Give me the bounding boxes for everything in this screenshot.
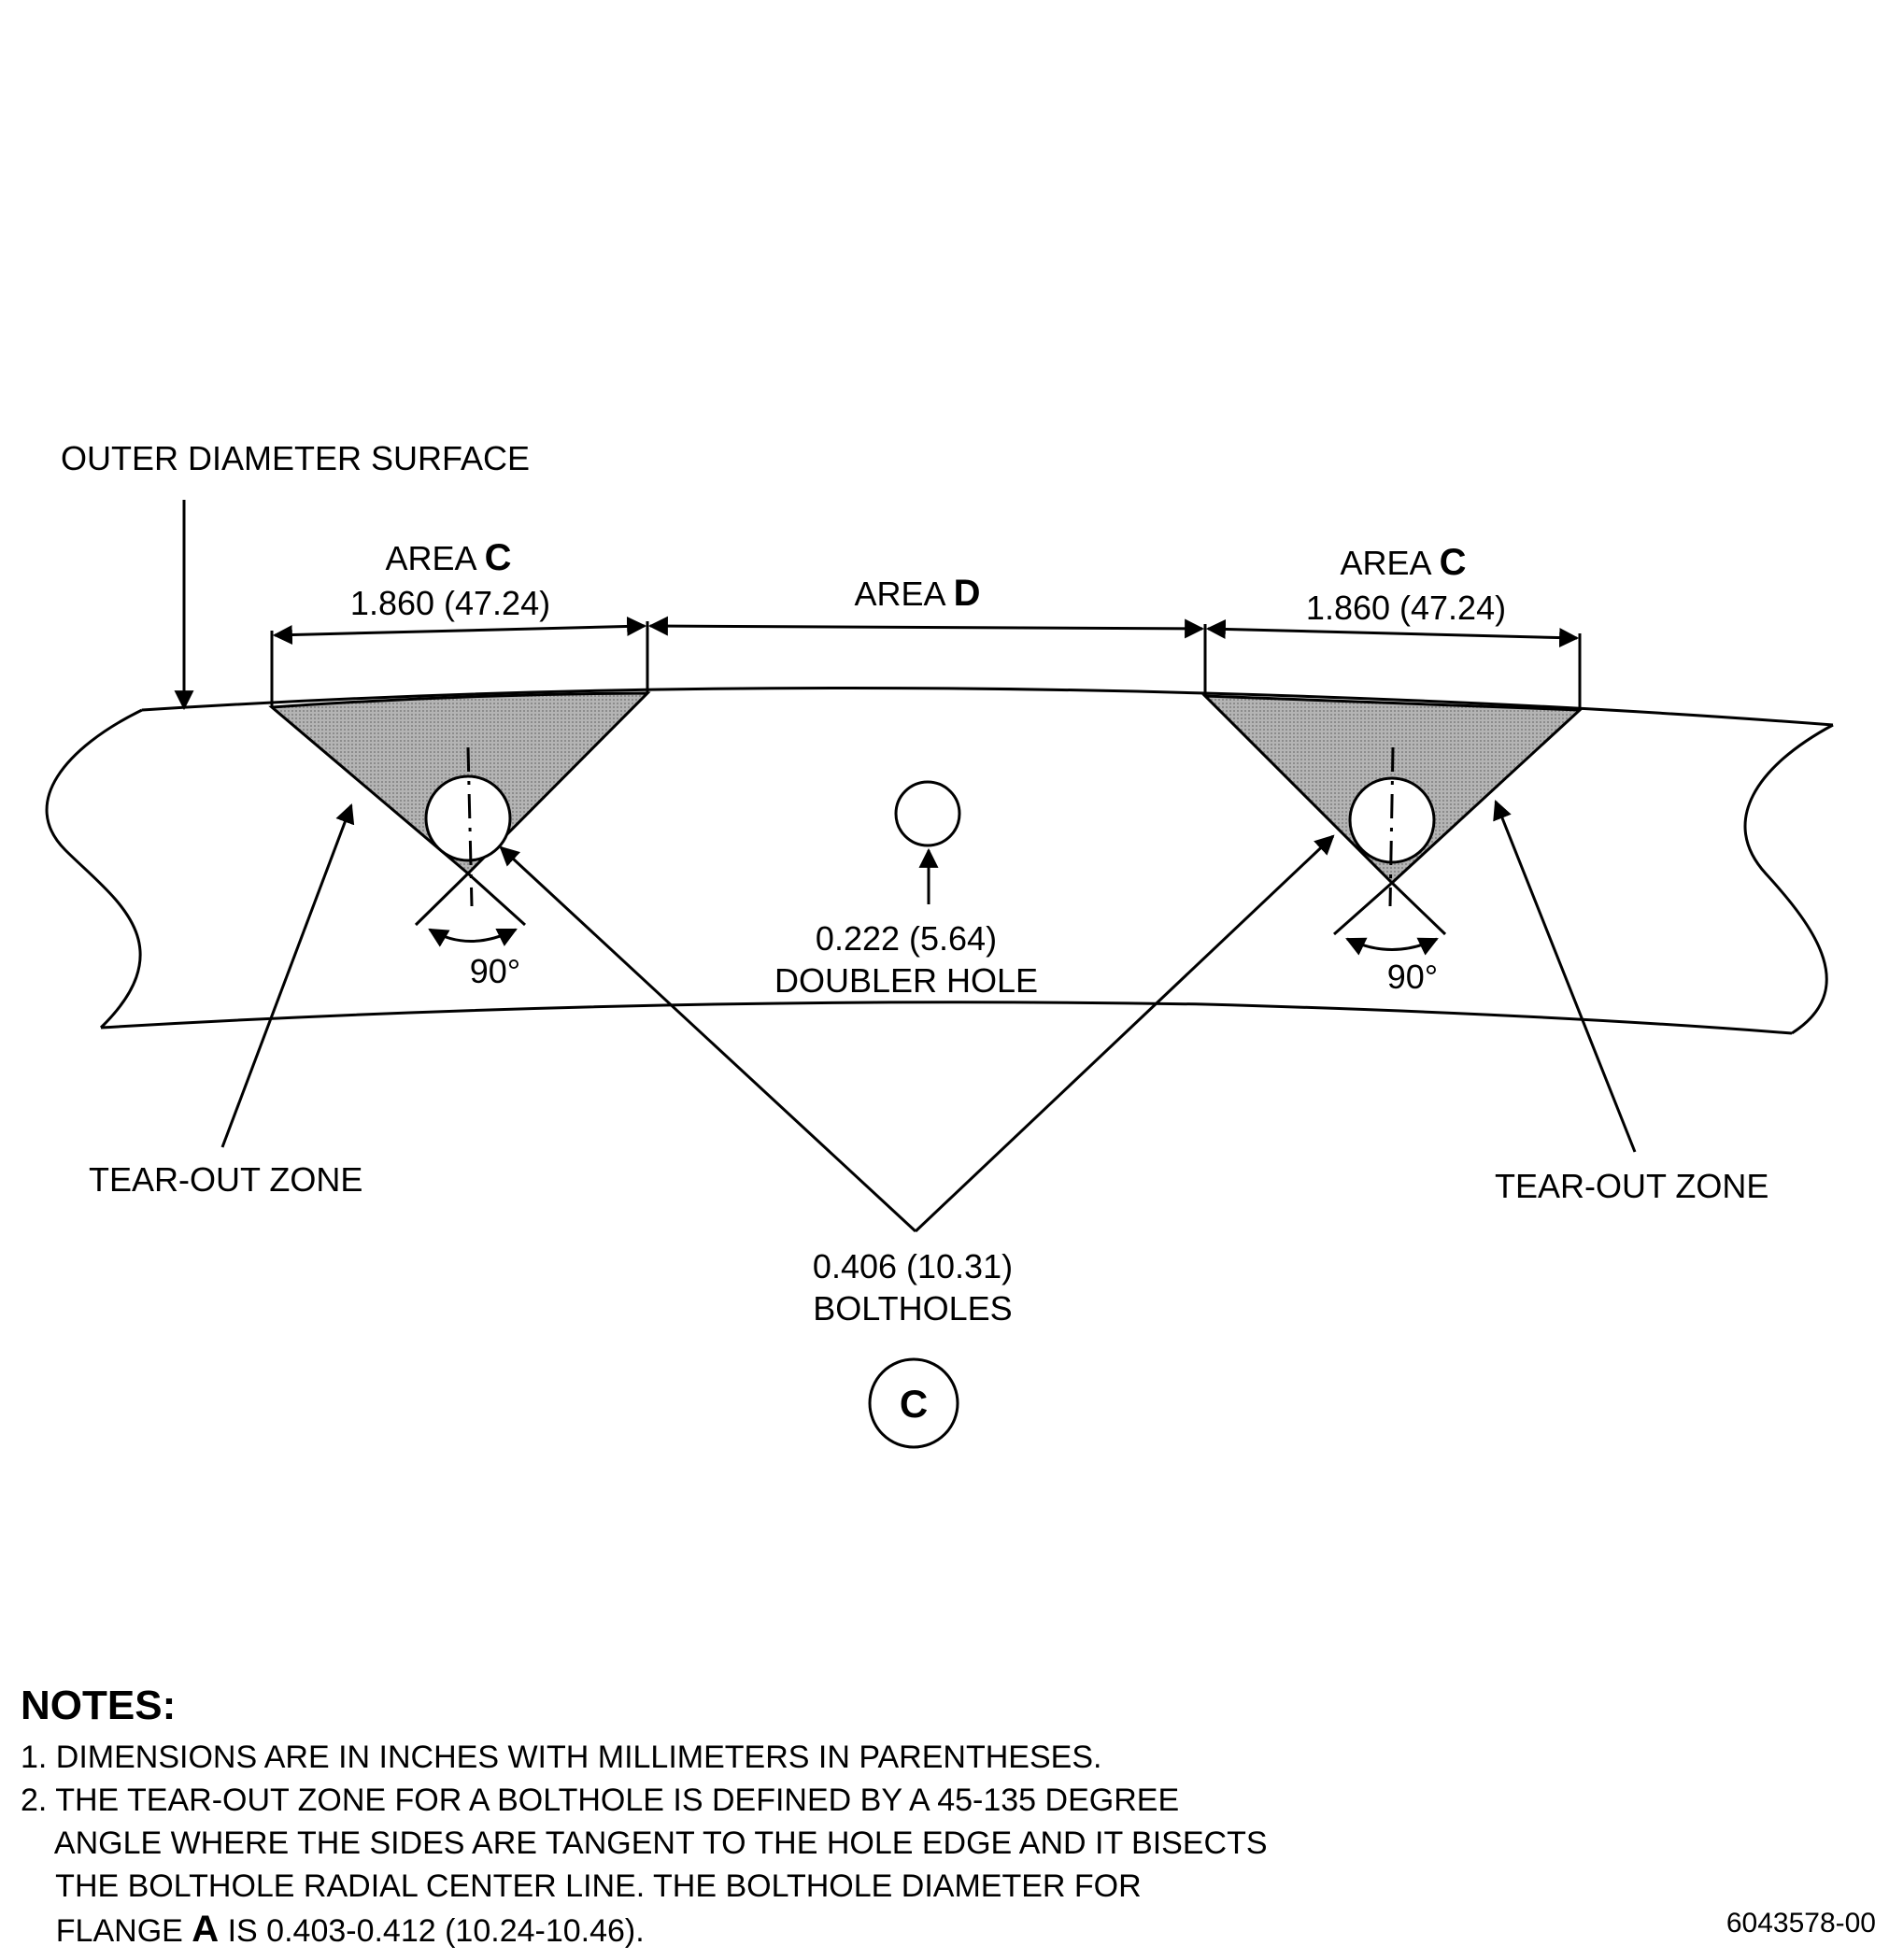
doubler-hole xyxy=(894,780,961,847)
leader-lines xyxy=(174,500,1637,1233)
flange-letter: A xyxy=(192,1909,220,1950)
tearout-zone-left-label: TEAR-OUT ZONE xyxy=(89,1160,362,1199)
note-1: 1. DIMENSIONS ARE IN INCHES WITH MILLIME… xyxy=(21,1740,1102,1775)
area-left-title: AREA C xyxy=(386,537,512,578)
angle-left-label: 90° xyxy=(470,952,520,990)
area-center-title: AREA D xyxy=(855,573,981,614)
doubler-hole-label: DOUBLER HOLE xyxy=(774,961,1038,1000)
view-callout-circle xyxy=(868,1357,959,1449)
note-2-line-4: FLANGE A IS 0.403-0.412 (10.24-10.46). xyxy=(21,1908,1422,1953)
note-2-line-1: 2. THE TEAR-OUT ZONE FOR A BOLTHOLE IS D… xyxy=(21,1782,1180,1818)
note-2-line-4-prefix: FLANGE xyxy=(21,1913,192,1949)
view-callout-letter: C xyxy=(900,1382,928,1426)
area-right-dimension: 1.860 (47.24) xyxy=(1306,589,1506,627)
angle-right-label: 90° xyxy=(1387,958,1438,996)
area-left-dimension: 1.860 (47.24) xyxy=(350,584,550,622)
tearout-left-leader xyxy=(220,803,355,1148)
angle-indicator-left xyxy=(414,872,527,947)
note-2-line-4-suffix: IS 0.403-0.412 (10.24-10.46). xyxy=(219,1913,645,1949)
area-right-dim-arrow xyxy=(1205,618,1580,648)
figure-number: 6043578-00 xyxy=(1726,1908,1876,1939)
area-left-dim-arrow xyxy=(272,616,647,646)
bolthole-dimension: 0.406 (10.31) xyxy=(813,1247,1013,1285)
inner-diameter-edge xyxy=(100,1001,1793,1035)
area-center-dim-arrow xyxy=(647,616,1205,639)
note-2-line-3: THE BOLTHOLE RADIAL CENTER LINE. THE BOL… xyxy=(21,1868,1142,1904)
bolthole-label: BOLTHOLES xyxy=(813,1289,1012,1328)
outer-diameter-edge xyxy=(141,686,1834,727)
outer-diameter-surface-label: OUTER DIAMETER SURFACE xyxy=(61,439,530,477)
tearout-zone-right-label: TEAR-OUT ZONE xyxy=(1495,1167,1768,1205)
doubler-hole-dimension: 0.222 (5.64) xyxy=(816,919,997,958)
area-right-title: AREA C xyxy=(1341,542,1467,583)
angle-indicator-right xyxy=(1333,881,1447,956)
notes-block: NOTES: 1. DIMENSIONS ARE IN INCHES WITH … xyxy=(21,1682,1422,1953)
left-break-line xyxy=(45,708,143,1030)
bolthole-leader-right xyxy=(914,834,1335,1233)
bolthole-leader-left xyxy=(499,845,917,1233)
notes-title: NOTES: xyxy=(21,1683,177,1728)
flange-section xyxy=(45,686,1834,1035)
tearout-right-leader xyxy=(1493,800,1637,1153)
right-break-line xyxy=(1743,723,1834,1035)
note-2-line-2: ANGLE WHERE THE SIDES ARE TANGENT TO THE… xyxy=(21,1825,1268,1861)
bolthole-left xyxy=(424,774,512,862)
area-dimension-lines xyxy=(270,616,1582,710)
